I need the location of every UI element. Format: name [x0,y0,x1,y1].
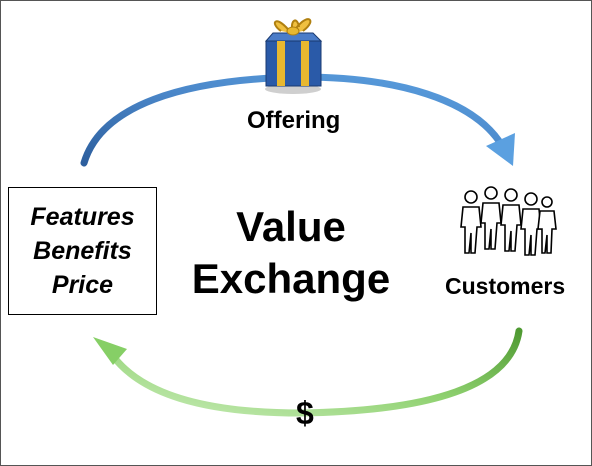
center-title: Value Exchange [191,201,391,305]
attributes-box: Features Benefits Price [8,187,157,315]
payment-label: $ [296,395,314,431]
people-group-icon [460,186,557,256]
payment-arrow-head [93,337,127,365]
attribute-features: Features [30,203,135,231]
attribute-price: Price [51,271,114,299]
gift-icon [264,18,323,94]
center-title-line1: Value [236,203,346,250]
offering-arrow-head [486,133,515,166]
payment-arrow-arc [109,327,523,417]
customers-label: Customers [445,273,566,299]
attribute-benefits: Benefits [33,237,132,265]
center-title-line2: Exchange [191,255,391,302]
offering-label: Offering [247,107,341,134]
